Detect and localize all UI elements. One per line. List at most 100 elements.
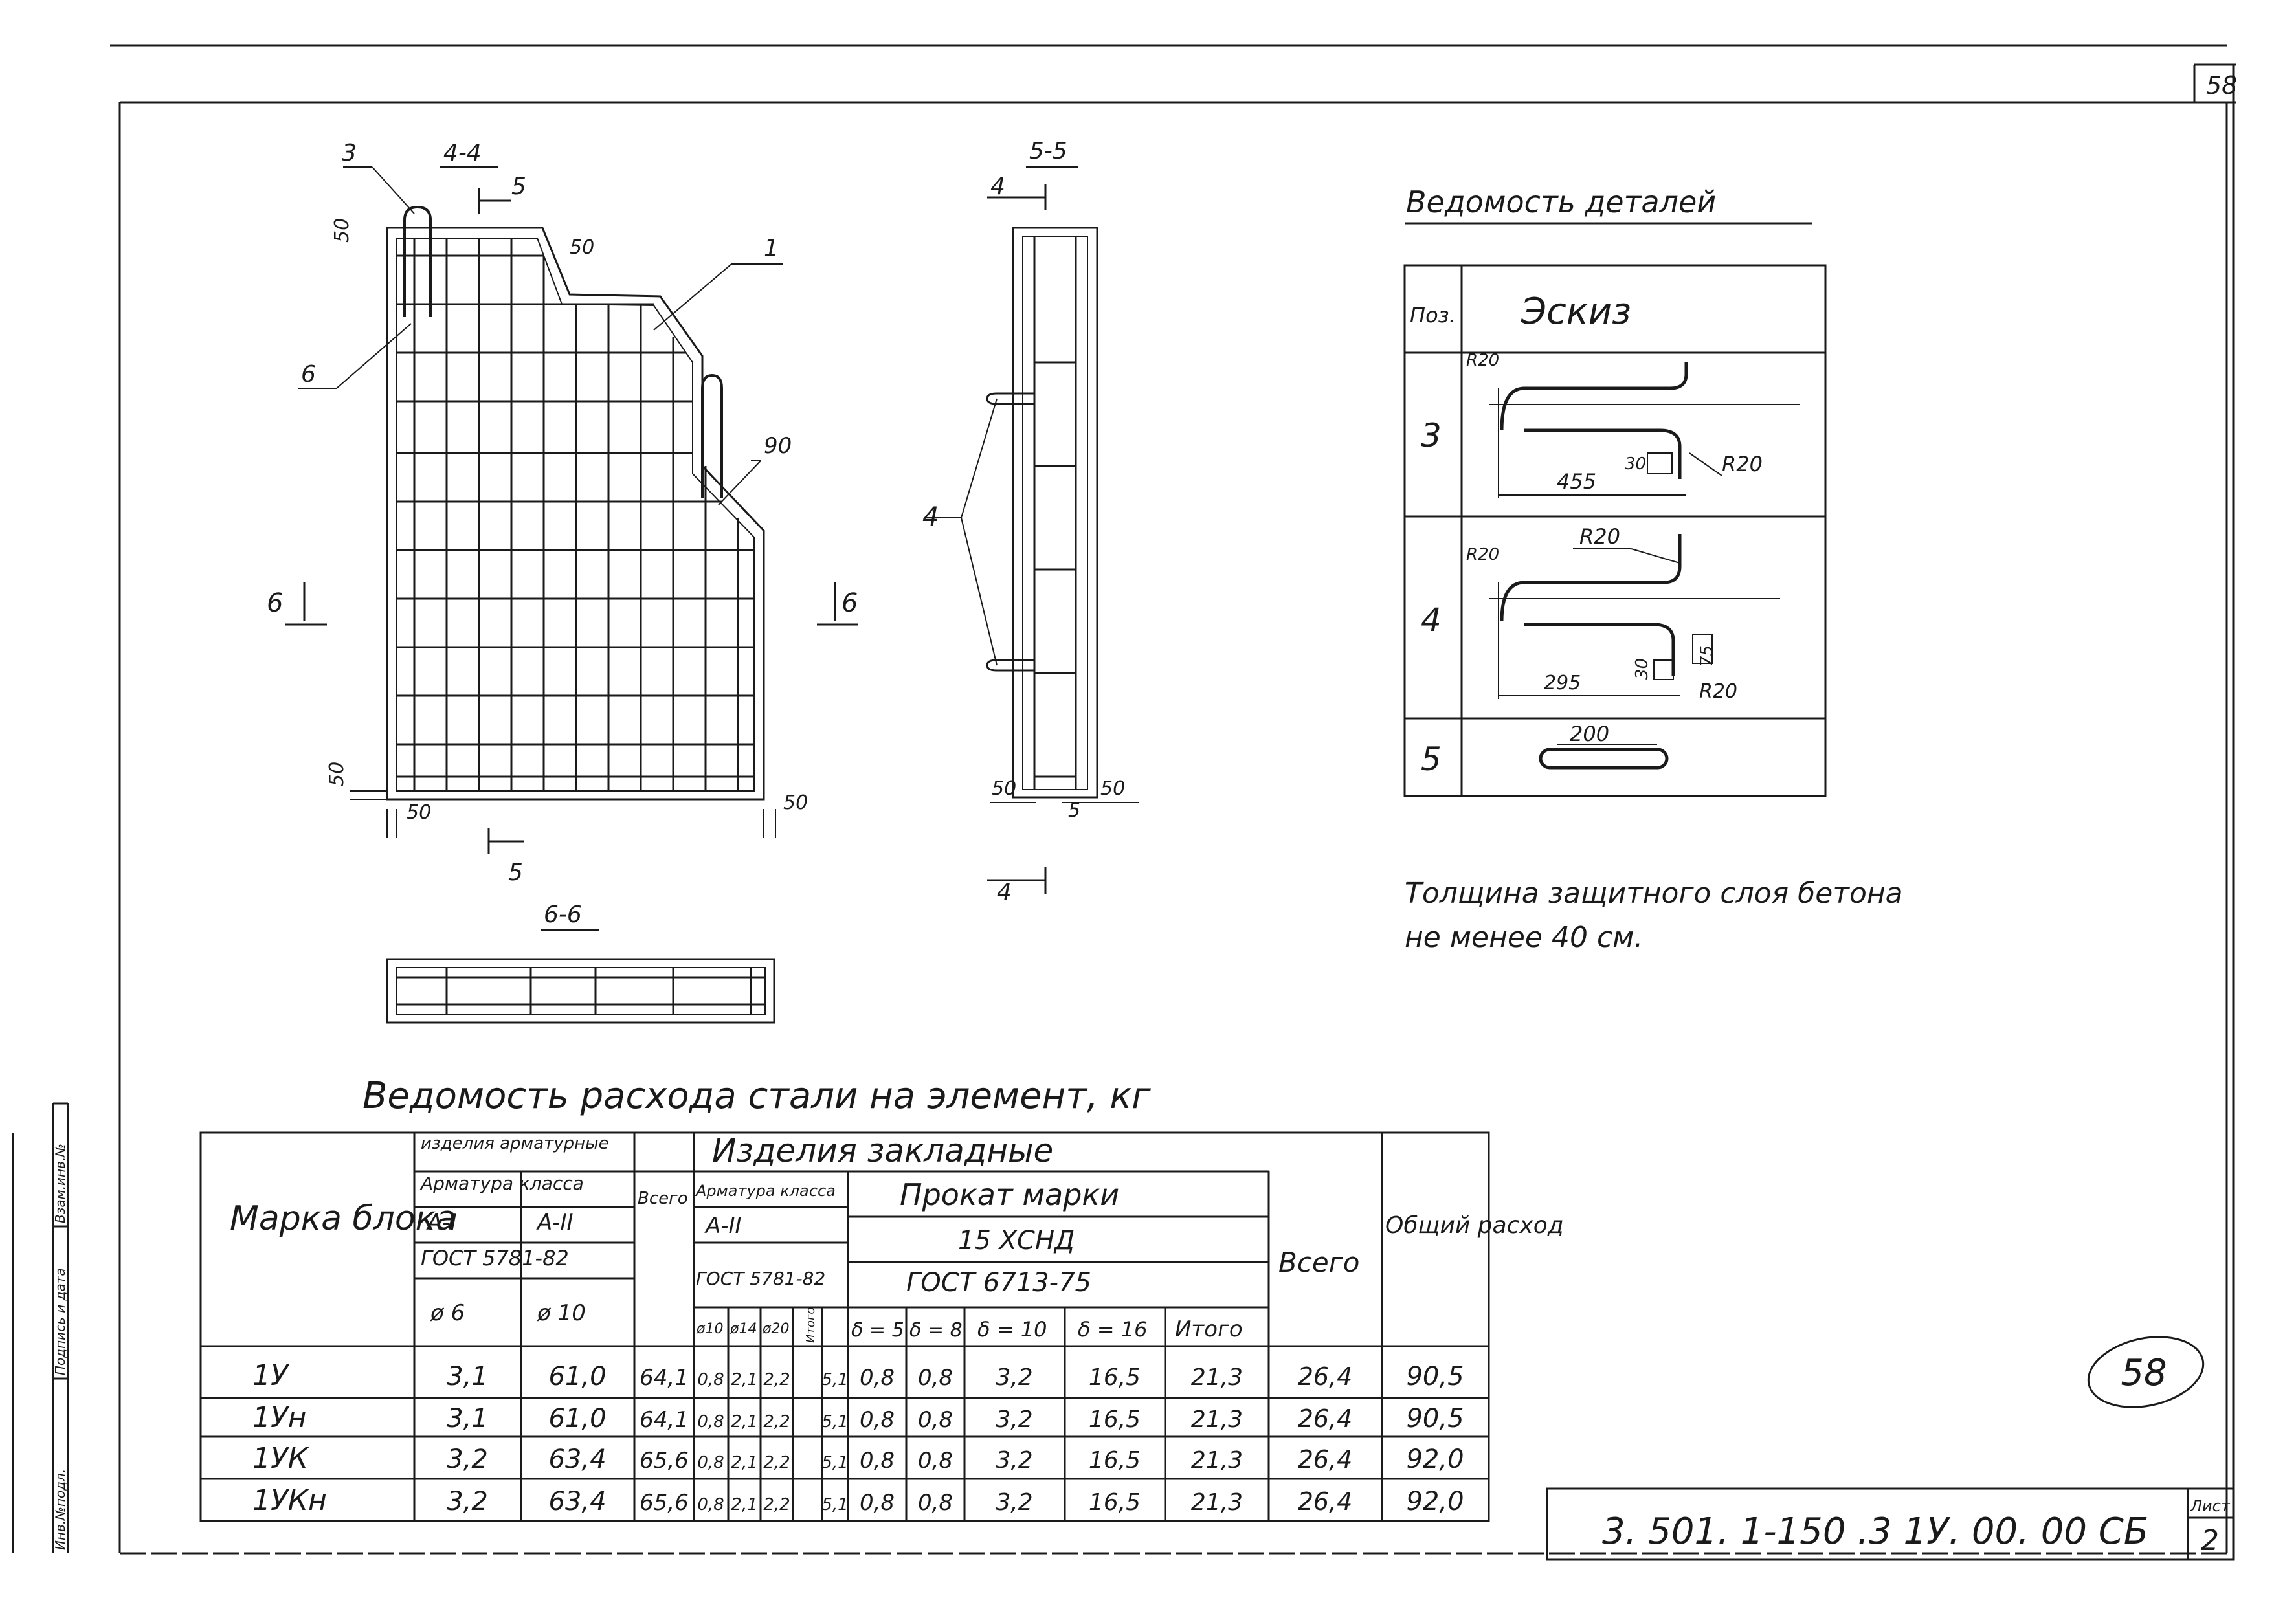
sec55-cut-bottom: 4	[997, 879, 1012, 905]
row3-mark: 1УК	[252, 1442, 309, 1475]
steel-h-d10b: ø10	[696, 1321, 723, 1337]
row2-t8: 0,8	[918, 1407, 953, 1433]
steel-h-itogo: Итого	[1175, 1316, 1243, 1342]
row1-total: 64,1	[640, 1365, 689, 1391]
row3-e10: 0,8	[697, 1453, 724, 1472]
title-block: 3. 501. 1-150 .3 1У. 00. 00 СБ Лист 2	[1546, 1487, 2235, 1561]
side-inv-label: Инв.№подл.	[52, 1469, 68, 1550]
sec44-title: 4-4	[443, 140, 482, 166]
row4-t5: 0,8	[860, 1490, 895, 1516]
section-6-6: 6-6	[386, 902, 775, 1024]
steel-h-d14: ø14	[730, 1321, 757, 1337]
steel-h-d20: ø20	[762, 1321, 789, 1337]
sheet-frame	[110, 44, 2236, 1560]
steel-h-steel: 15 ХСНД	[958, 1226, 1075, 1256]
row2-grand: 90,5	[1406, 1404, 1464, 1434]
row3-t10: 3,2	[996, 1447, 1032, 1474]
row2-d6: 3,1	[447, 1404, 488, 1434]
row1-grand: 90,5	[1406, 1362, 1464, 1391]
sec44-dim50-a: 50	[331, 218, 353, 243]
section-4-4: 4-4 3 5	[267, 140, 858, 886]
steel-h-arm-class: Арматура класса	[419, 1173, 584, 1194]
sec55-title: 5-5	[1029, 138, 1067, 164]
steel-row: 1УКн 3,2 63,4 65,6 0,8 2,1 2,2 5,1 0,8 0…	[252, 1484, 1464, 1517]
steel-h-arm-class2: Арматура класса	[695, 1182, 836, 1200]
row4-mark: 1УКн	[252, 1484, 327, 1517]
row3-total2: 26,4	[1298, 1445, 1353, 1474]
page-number: 58	[2206, 71, 2237, 100]
steel-h-gost1: ГОСТ 5781-82	[421, 1246, 569, 1270]
sheet-label: Лист	[2190, 1497, 2231, 1515]
row3-t5: 0,8	[860, 1448, 895, 1474]
row2-e10: 0,8	[697, 1412, 724, 1432]
row3-e14: 2,1	[731, 1453, 757, 1472]
steel-h-t5: δ = 5	[851, 1319, 904, 1342]
row1-t16: 16,5	[1089, 1364, 1141, 1391]
side-strip: Взам.инв.№ Подпись и дата Инв.№подл.	[12, 1102, 69, 1553]
row4-t16: 16,5	[1089, 1489, 1141, 1516]
sec44-pos6: 6	[301, 361, 316, 388]
details-table: Ведомость деталей Поз. Эскиз 3 R20 R20 4…	[1403, 184, 1827, 797]
row2-d10: 61,0	[548, 1404, 606, 1434]
details-row4-r3: R20	[1699, 680, 1737, 703]
details-row4-r2: R20	[1579, 524, 1620, 549]
steel-h-rolled: Прокат марки	[900, 1177, 1119, 1212]
sec66-title: 6-6	[544, 902, 582, 928]
row1-t10: 3,2	[996, 1364, 1032, 1391]
details-row4-pos: 4	[1421, 601, 1442, 639]
sec55-dim-left: 50	[992, 777, 1016, 800]
details-row3-hook: 30	[1625, 454, 1646, 474]
row2-itogo: 21,3	[1191, 1406, 1243, 1433]
steel-row: 1Ун 3,1 61,0 64,1 0,8 2,1 2,2 5,1 0,8 0,…	[252, 1401, 1464, 1434]
side-replace-label: Взам.инв.№	[52, 1144, 68, 1223]
details-row4-hook: 30	[1633, 658, 1652, 680]
sec44-dim90: 90	[764, 433, 792, 459]
details-row3-r2: R20	[1722, 452, 1763, 476]
steel-h-itogo-small: Итого	[804, 1307, 818, 1343]
details-title: Ведомость деталей	[1406, 184, 1716, 219]
steel-title: Ведомость расхода стали на элемент, кг	[362, 1075, 1151, 1117]
section-5-5: 5-5 4 4 50 5 50 4	[922, 138, 1139, 905]
row4-d6: 3,2	[447, 1487, 488, 1516]
row4-e14: 2,1	[731, 1495, 757, 1514]
sec44-dim50-b: 50	[570, 236, 594, 259]
details-row4-len: 295	[1544, 672, 1581, 694]
row1-d10: 61,0	[548, 1362, 606, 1391]
row2-t16: 16,5	[1089, 1406, 1141, 1433]
row1-mark: 1У	[252, 1359, 290, 1392]
side-sign-label: Подпись и дата	[52, 1268, 68, 1375]
sec44-dim50-e: 50	[783, 792, 808, 814]
hand-stamp: 58	[2087, 1336, 2205, 1408]
steel-h-t16: δ = 16	[1078, 1317, 1147, 1342]
steel-h-arm: изделия арматурные	[421, 1134, 609, 1153]
steel-h-total2: Всего	[1278, 1247, 1360, 1278]
row2-t10: 3,2	[996, 1406, 1032, 1433]
stamp-number: 58	[2121, 1352, 2167, 1394]
row4-e10: 0,8	[697, 1495, 724, 1514]
row4-d10: 63,4	[548, 1487, 606, 1516]
row4-total2: 26,4	[1298, 1487, 1353, 1516]
steel-h-t8: δ = 8	[909, 1319, 963, 1342]
row4-itogo: 21,3	[1191, 1489, 1243, 1516]
steel-row: 1УК 3,2 63,4 65,6 0,8 2,1 2,2 5,1 0,8 0,…	[252, 1442, 1464, 1475]
row3-grand: 92,0	[1406, 1445, 1464, 1474]
details-head-pos: Поз.	[1410, 303, 1456, 327]
steel-h-total: Всего	[638, 1189, 688, 1208]
row3-itogo: 21,3	[1191, 1447, 1243, 1474]
row4-t10: 3,2	[996, 1489, 1032, 1516]
details-row3-pos: 3	[1421, 417, 1442, 454]
sec55-dim-right: 50	[1100, 777, 1125, 800]
row2-total: 64,1	[640, 1407, 689, 1433]
note-line2: не менее 40 см.	[1405, 921, 1643, 954]
details-head-sketch: Эскиз	[1521, 291, 1631, 333]
sec44-dim50-c: 50	[326, 762, 348, 786]
row3-e20: 2,2	[763, 1453, 790, 1472]
steel-h-gost2: ГОСТ 5781-82	[696, 1268, 825, 1289]
row4-t8: 0,8	[918, 1490, 953, 1516]
steel-h-grand: Общий расход	[1385, 1212, 1564, 1239]
details-row3-r1: R20	[1466, 351, 1499, 370]
note-line1: Толщина защитного слоя бетона	[1405, 877, 1903, 910]
row1-t8: 0,8	[918, 1365, 953, 1391]
details-row4-r1: R20	[1466, 545, 1499, 564]
